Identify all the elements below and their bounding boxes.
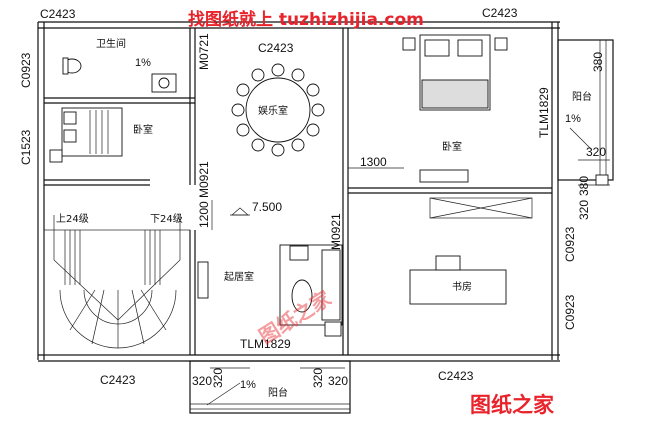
window-top-center: C2423 xyxy=(258,41,294,55)
door-living: M0921 xyxy=(329,213,343,250)
door-balcony-bottom: TLM1829 xyxy=(240,337,291,351)
dim-380-b: 380 xyxy=(577,176,591,196)
slope-balcony-bottom: 1% xyxy=(240,379,256,391)
sofa-set xyxy=(197,244,343,337)
dimension-lines xyxy=(210,159,610,369)
bathroom-fixtures xyxy=(62,57,177,93)
dim-320-bl: 320 xyxy=(192,374,212,388)
stairs-down-label: 下24级 xyxy=(150,213,183,225)
dim-320-c: 320 xyxy=(577,200,591,220)
window-left-bath: C0923 xyxy=(19,52,33,88)
window-right-upper: C0923 xyxy=(563,226,577,262)
balcony-bottom: 阳台 1% xyxy=(189,360,351,414)
room-label-balcony-right: 阳台 xyxy=(572,90,592,103)
window-left-bed: C1523 xyxy=(19,129,33,165)
window-right-lower: C0923 xyxy=(563,294,577,330)
watermark-bottom-right: 图纸之家 xyxy=(470,393,555,417)
room-label-bedroom-small: 卧室 xyxy=(133,123,153,136)
window-top-right: C2423 xyxy=(482,6,518,20)
room-label-entertainment: 娱乐室 xyxy=(258,104,288,117)
dim-320-br: 320 xyxy=(328,374,348,388)
room-label-living: 起居室 xyxy=(224,270,254,283)
round-table xyxy=(231,63,325,157)
room-label-bedroom-master: 卧室 xyxy=(442,140,462,153)
balcony-right: 阳台 1% xyxy=(557,39,614,186)
dim-380-top: 380 xyxy=(591,52,605,72)
dim-320-a: 320 xyxy=(586,145,606,159)
master-bed xyxy=(402,34,508,183)
window-bottom-right: C2423 xyxy=(438,369,474,383)
room-label-bathroom: 卫生间 xyxy=(96,37,126,50)
slope-bathroom: 1% xyxy=(135,57,151,69)
window-bottom-left: C2423 xyxy=(100,373,136,387)
room-label-balcony-bottom: 阳台 xyxy=(268,386,288,399)
window-top-left: C2423 xyxy=(40,7,76,21)
door-balcony-right: TLM1829 xyxy=(537,87,551,138)
study-desk xyxy=(409,197,533,305)
watermarks: 找图纸就上 tuzhizhijia.com 图纸之家 图纸之家 xyxy=(188,9,555,417)
labels: 卫生间 1% 卧室 娱乐室 卧室 起居室 书房 C2423 C2423 C242… xyxy=(19,6,606,388)
watermark-top: 找图纸就上 tuzhizhijia.com xyxy=(188,9,424,30)
dim-320-mid-b: 320 xyxy=(311,368,325,388)
room-label-study: 书房 xyxy=(452,280,472,293)
elevation-label: 7.500 xyxy=(252,200,282,214)
stairs-up-label: 上24级 xyxy=(56,213,89,225)
dim-320-mid-a: 320 xyxy=(211,368,225,388)
door-bed: M0921 xyxy=(197,161,211,198)
door-bath: M0721 xyxy=(197,33,211,70)
staircase xyxy=(43,215,191,356)
dim-1200: 1200 xyxy=(197,201,211,228)
slope-balcony-right: 1% xyxy=(565,113,581,125)
small-bed xyxy=(49,107,123,163)
dim-1300: 1300 xyxy=(360,155,387,169)
